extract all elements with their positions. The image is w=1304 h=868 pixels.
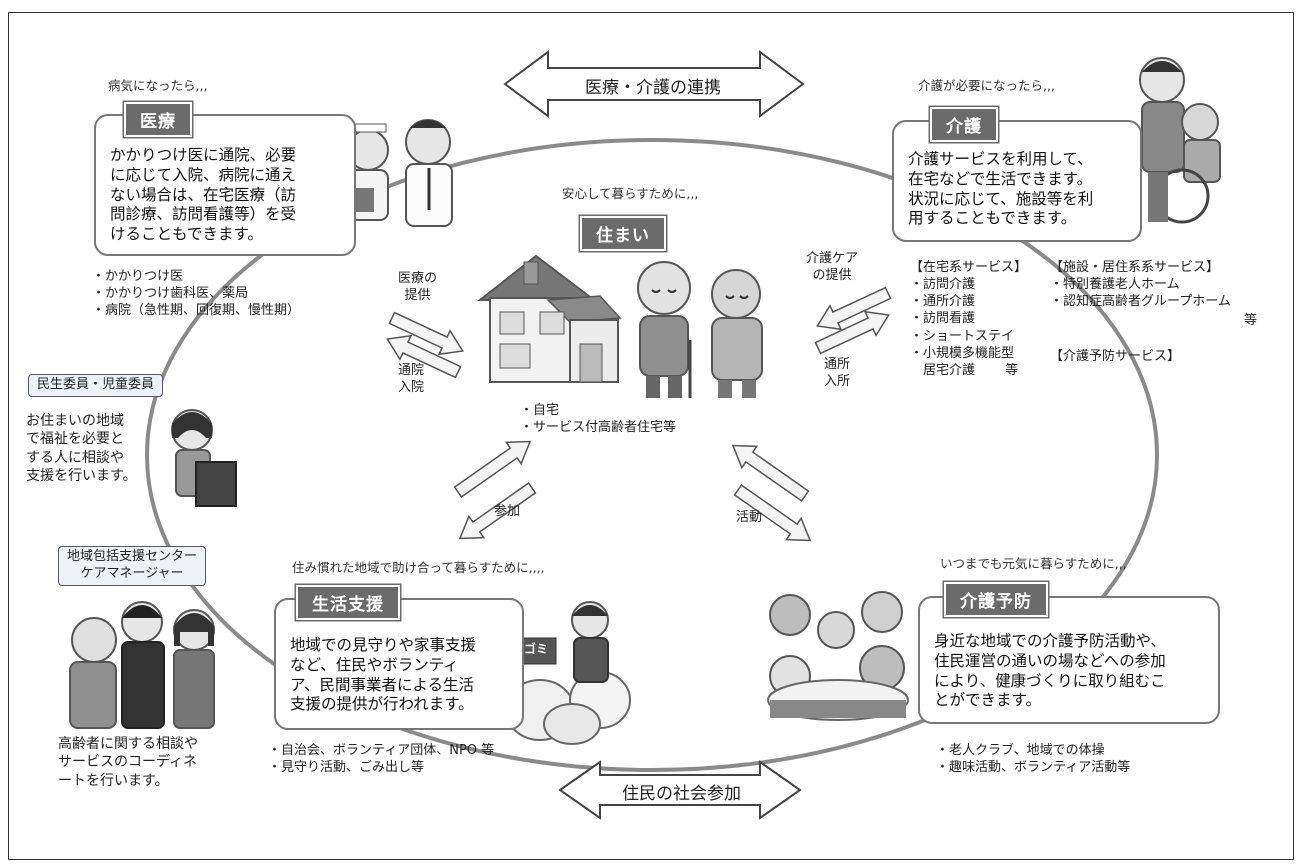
care-title: 介護 [930,107,998,142]
support-center-tag: 地域包括支援センター ケアマネージャー [58,546,207,586]
arrow-activity-in [731,444,810,502]
facility-visit-label: 通所 入所 [824,357,851,390]
care-caption: 介護が必要になったら,,, [918,78,1055,93]
medical-description: かかりつけ医に通院、必要 に応じて入院、病院に通え ない場合は、在宅医療（訪 問… [110,146,297,244]
prevention-title: 介護予防 [944,582,1048,617]
prevention-caption: いつまでも元気に暮らすために,,, [940,556,1127,571]
top-double-arrow [503,50,805,118]
arrow-activity-out [733,484,812,542]
arrow-hospital-visit [386,334,462,379]
hospital-visit-label: 通院 入院 [398,363,425,396]
arrow-care-provision [816,286,892,331]
prevention-services-heading: 【介護予防サービス】 [1050,349,1181,364]
caregiver-wheelchair-illustration [1139,57,1221,224]
life-support-organization-list: ・自治会、ボランティア団体、NPO 等 ・見守り活動、ごみ出し等 [268,743,495,776]
care-provision-label: 介護ケア の提供 [806,251,859,284]
community-participation-label: 住民の社会参加 [622,784,741,804]
arrow-medical-provision [388,311,464,356]
arrow-facility-visit [814,310,890,355]
support-center-staff-illustration [69,601,215,729]
medical-provision-label: 医療の 提供 [398,271,438,304]
care-description: 介護サービスを利用して、 在宅などで生活できます。 状況に応じて、施設等を利 用… [908,150,1094,228]
welfare-commissioner-description: お住まいの地域 で福祉を必要と する人に相談や 支援を行います。 [26,413,137,485]
welfare-commissioner-illustration [171,409,237,507]
medical-care-link-label: 医療・介護の連携 [585,78,721,98]
support-center-description: 高齢者に関する相談や サービスのコーディネ ートを行います。 [58,736,198,789]
housing-caption: 安心して暮らすために,,, [562,186,699,201]
trash-bags-illustration [505,601,631,745]
medical-box: かかりつけ医に通院、必要 に応じて入院、病院に通え ない場合は、在宅医療（訪 問… [94,114,356,256]
group-exercise-illustration [767,591,909,721]
arrow-participation-up [453,440,532,498]
life-support-box: 地域での見守りや家事支援 など、住民やボランティ ア、民間事業者による生活 支援… [274,598,524,730]
facility-services-list: 【施設・居住系系サービス】 ・特別養護老人ホーム ・認知症高齢者グループホーム [1050,260,1231,310]
trash-sign: ゴミ [524,642,549,656]
life-support-caption: 住み慣れた地域で助け合って暮らすために,,,, [292,560,545,575]
home-care-services-list: 【在宅系サービス】 ・訪問介護 ・通所介護 ・訪問看護 ・ショートステイ ・小規… [910,260,1028,378]
medical-caption: 病気になったら,,, [108,78,208,93]
house-icon [477,254,622,383]
life-support-title: 生活支援 [296,585,400,620]
community-ring [145,138,1159,772]
housing-title: 住まい [580,216,666,251]
doctor-nurse-illustration [347,119,453,227]
arrow-participation-down [458,482,537,540]
life-support-description: 地域での見守りや家事支援 など、住民やボランティ ア、民間事業者による生活 支援… [290,636,477,714]
prevention-activity-list: ・老人クラブ、地域での体操 ・趣味活動、ボランティア活動等 [936,743,1131,776]
housing-type-list: ・自宅 ・サービス付高齢者住宅等 [520,403,677,436]
medical-provider-list: ・かかりつけ医 ・かかりつけ歯科医、薬局 ・病院（急性期、回復期、慢性期） [92,269,301,319]
bottom-double-arrow [558,760,802,820]
participation-label: 参加 [494,504,521,519]
welfare-commissioner-tag: 民生委員・児童委員 [28,374,164,397]
facility-services-etc: 等 [1244,313,1258,328]
activity-label: 活動 [736,510,763,525]
elderly-couple-illustration [637,261,763,398]
prevention-description: 身近な地域での介護予防活動や、 住民運営の通いの場などへの参加 により、健康づく… [934,632,1167,710]
prevention-box: 身近な地域での介護予防活動や、 住民運営の通いの場などへの参加 により、健康づく… [918,596,1220,724]
medical-title: 医療 [124,102,192,137]
